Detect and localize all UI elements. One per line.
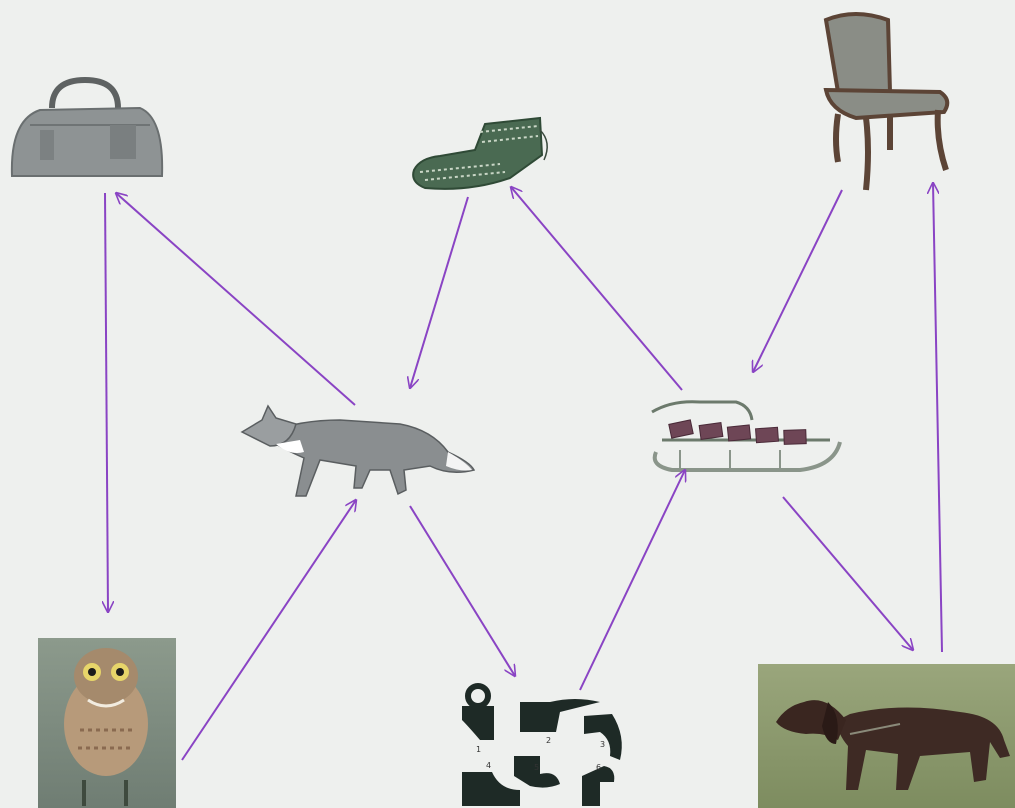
arrow-dog-to-chair: [933, 183, 942, 652]
puzzle-label-4: 4: [486, 761, 491, 770]
arrow-sled-to-dog: [783, 497, 913, 650]
sock-icon: [413, 118, 547, 189]
sled-icon: [652, 402, 840, 470]
puzzle-label-3: 3: [600, 740, 605, 749]
arrow-chair-to-sled: [753, 190, 842, 372]
arrow-fox-to-puzzle: [410, 506, 515, 676]
fox-icon: [242, 406, 474, 496]
arrow-bag-to-owl: [105, 193, 108, 612]
puzzle-label-1: 1: [476, 745, 481, 754]
arrow-puzzle-to-sled: [580, 470, 685, 690]
owl-icon: [38, 638, 176, 808]
puzzle-pieces-icon: [462, 686, 622, 806]
handbag-icon: [12, 80, 162, 176]
arrow-owl-to-fox: [182, 500, 356, 760]
chair-icon: [826, 14, 947, 190]
arrow-sled-to-sock: [511, 187, 682, 390]
puzzle-piece-labels: 1 2 3 4 5 6: [476, 736, 605, 772]
dachshund-icon: [758, 664, 1015, 808]
arrow-fox-to-bag: [116, 193, 355, 405]
puzzle-label-5: 5: [534, 763, 539, 772]
arrow-sock-to-fox: [410, 197, 468, 388]
puzzle-label-2: 2: [546, 736, 551, 745]
puzzle-label-6: 6: [596, 763, 601, 772]
